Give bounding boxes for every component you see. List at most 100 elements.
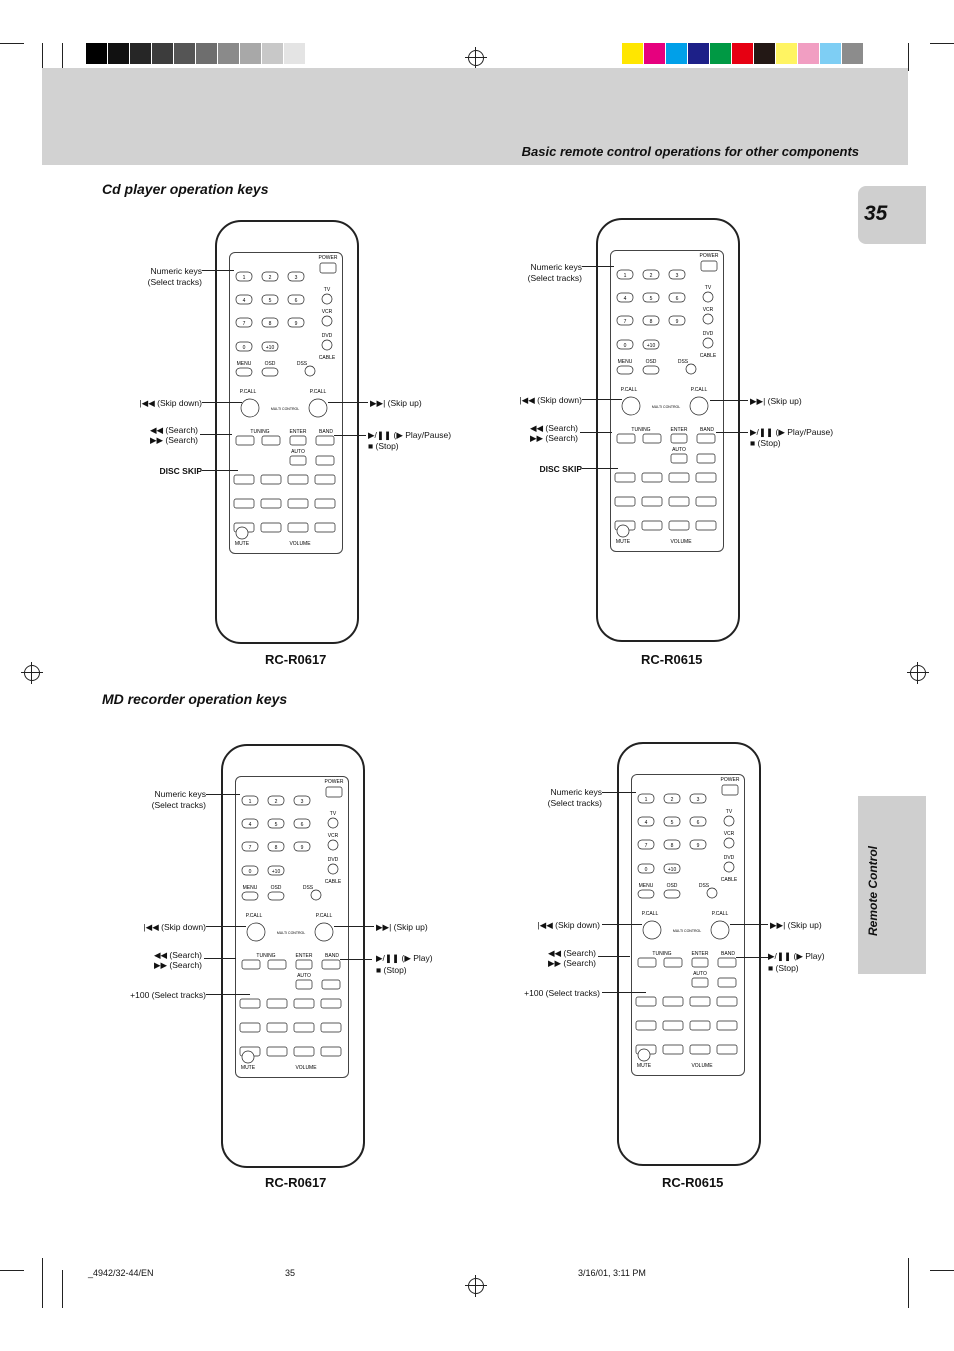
remote-key: [668, 315, 686, 326]
remote-key: [696, 453, 716, 464]
remote-key-label: MULTI CONTROL: [271, 407, 299, 411]
remote-key: [616, 269, 634, 280]
gray-swatch: [284, 43, 305, 64]
callout-skip-down: |◀◀ (Skip down): [143, 922, 206, 932]
remote-key-label: ENTER: [692, 951, 709, 957]
callout-search-fwd: ▶▶ (Search): [547, 958, 596, 968]
remote-key-label: VOLUME: [289, 541, 311, 547]
callout-skip-up: ▶▶| (Skip up): [770, 920, 822, 930]
callout-numeric-keys: Numeric keys: [154, 789, 206, 799]
remote-round-key: [246, 922, 266, 942]
remote-key: [668, 292, 686, 303]
remote-key: [314, 522, 336, 533]
remote-round-key: [723, 837, 735, 849]
remote-key: [614, 496, 636, 507]
remote-key-label: P.CALL: [310, 389, 327, 395]
remote-key-label: 8: [650, 319, 653, 325]
remote-key: [695, 496, 717, 507]
remote-key: [716, 996, 738, 1007]
gray-swatch: [262, 43, 283, 64]
remote-key-label: 1: [249, 799, 252, 805]
remote-round-key: [702, 313, 714, 325]
remote-key-label: MUTE: [616, 539, 631, 545]
remote-key-label: 8: [269, 321, 272, 327]
remote-key: [663, 793, 681, 804]
remote-key-label: ENTER: [671, 427, 688, 433]
remote-key-label: 7: [243, 321, 246, 327]
remote-key: [293, 1046, 315, 1057]
remote-key: [637, 839, 655, 850]
remote-key-label: TUNING: [631, 427, 650, 433]
callout-stop: ■ (Stop): [376, 965, 407, 975]
remote-key: [266, 1022, 288, 1033]
remote-key: [295, 959, 313, 970]
callout-skip-down: |◀◀ (Skip down): [139, 398, 202, 408]
remote-key-label: 6: [676, 296, 679, 302]
remote-key: [689, 1044, 711, 1055]
model-label: RC-R0617: [265, 1175, 327, 1190]
callout-numeric-keys-sub: (Select tracks): [151, 800, 206, 810]
remote-key-label: 1: [243, 275, 246, 281]
color-swatch: [732, 43, 753, 64]
remote-key: [695, 472, 717, 483]
remote-key-label: VCR: [724, 831, 735, 837]
remote-key: [266, 998, 288, 1009]
model-label: RC-R0615: [641, 652, 703, 667]
remote-round-key: [321, 315, 333, 327]
remote-key-label: 4: [624, 296, 627, 302]
callout-stop: ■ (Stop): [368, 441, 399, 451]
remote-key-label: AUTO: [297, 973, 311, 979]
remote-round-key: [310, 889, 322, 901]
remote-key-label: P.CALL: [712, 911, 729, 917]
remote-key-label: TUNING: [250, 429, 269, 435]
remote-key: [241, 891, 259, 901]
remote-key: [287, 498, 309, 509]
gray-swatch: [108, 43, 129, 64]
remote-key-label: CABLE: [319, 355, 336, 361]
remote-key: [635, 996, 657, 1007]
remote-key: [689, 793, 707, 804]
page-number: 35: [864, 202, 888, 225]
remote-key-label: 7: [624, 319, 627, 325]
remote-key: [235, 367, 253, 377]
remote-round-key: [702, 291, 714, 303]
color-swatch: [644, 43, 665, 64]
remote-key: [287, 522, 309, 533]
remote-key: [668, 520, 690, 531]
remote-key: [642, 365, 660, 375]
remote-key-label: BAND: [319, 429, 333, 435]
remote-key: [616, 292, 634, 303]
remote-key-label: VOLUME: [670, 539, 692, 545]
gray-swatch: [174, 43, 195, 64]
side-tab: Remote Control: [858, 796, 926, 974]
callout-search-back: ◀◀ (Search): [529, 423, 578, 433]
remote-key-label: ENTER: [290, 429, 307, 435]
remote-key-label: OSD: [646, 359, 657, 365]
callout-numeric-keys: Numeric keys: [150, 266, 202, 276]
remote-key: [321, 959, 341, 970]
remote-key: [662, 996, 684, 1007]
remote-key: [662, 1044, 684, 1055]
callout-numeric-keys-sub: (Select tracks): [147, 277, 202, 287]
remote-key: [267, 959, 287, 970]
remote-key-label: MULTI CONTROL: [673, 929, 701, 933]
remote-key-label: P.CALL: [691, 387, 708, 393]
remote-key-label: P.CALL: [316, 913, 333, 919]
remote-key-label: DSS: [678, 359, 689, 365]
remote-round-key: [327, 839, 339, 851]
remote-key: [293, 998, 315, 1009]
callout-search-fwd: ▶▶ (Search): [529, 433, 578, 443]
callout-search-back: ◀◀ (Search): [153, 950, 202, 960]
callout-skip-up: ▶▶| (Skip up): [750, 396, 802, 406]
remote-key-label: MUTE: [235, 541, 250, 547]
remote-key-label: MULTI CONTROL: [277, 931, 305, 935]
remote-key-label: OSD: [667, 883, 678, 889]
remote-key-label: VCR: [703, 307, 714, 313]
remote-key: [689, 839, 707, 850]
registration-mark: [465, 47, 487, 69]
remote-key: [663, 889, 681, 899]
remote-key-label: CABLE: [325, 879, 342, 885]
callout-numeric-keys-sub: (Select tracks): [527, 273, 582, 283]
remote-key: [261, 435, 281, 446]
